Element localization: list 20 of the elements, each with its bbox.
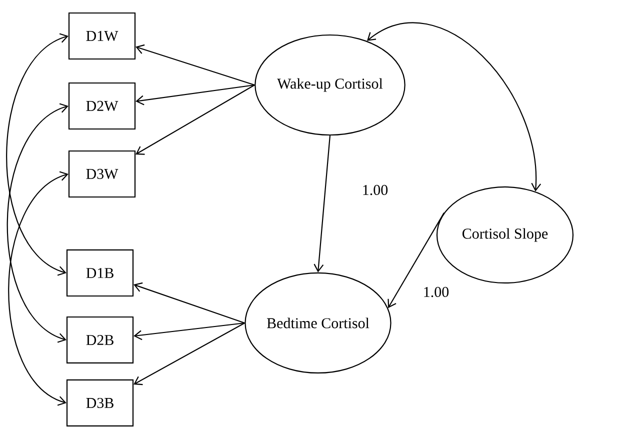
arrow bbox=[314, 136, 331, 272]
arrow bbox=[136, 84, 255, 155]
covariance-arrow bbox=[6, 33, 68, 276]
arrow bbox=[134, 322, 245, 386]
arrow bbox=[388, 212, 444, 308]
covariance-arrow bbox=[6, 103, 68, 343]
covariance-arrow bbox=[366, 22, 542, 192]
arrow bbox=[136, 44, 255, 86]
indicator-box: D3B bbox=[66, 379, 134, 427]
arrow bbox=[136, 84, 255, 106]
indicator-box: D2W bbox=[68, 82, 136, 130]
indicator-box: D1W bbox=[68, 12, 136, 60]
indicator-box: D3W bbox=[68, 150, 136, 198]
arrow bbox=[134, 322, 245, 340]
edge-label: 1.00 bbox=[360, 184, 390, 196]
indicator-box: D2B bbox=[66, 316, 134, 364]
covariance-arrow bbox=[8, 171, 68, 406]
indicator-box: D1B bbox=[66, 249, 134, 297]
arrow bbox=[134, 282, 245, 324]
edge-label: 1.00 bbox=[422, 286, 450, 298]
